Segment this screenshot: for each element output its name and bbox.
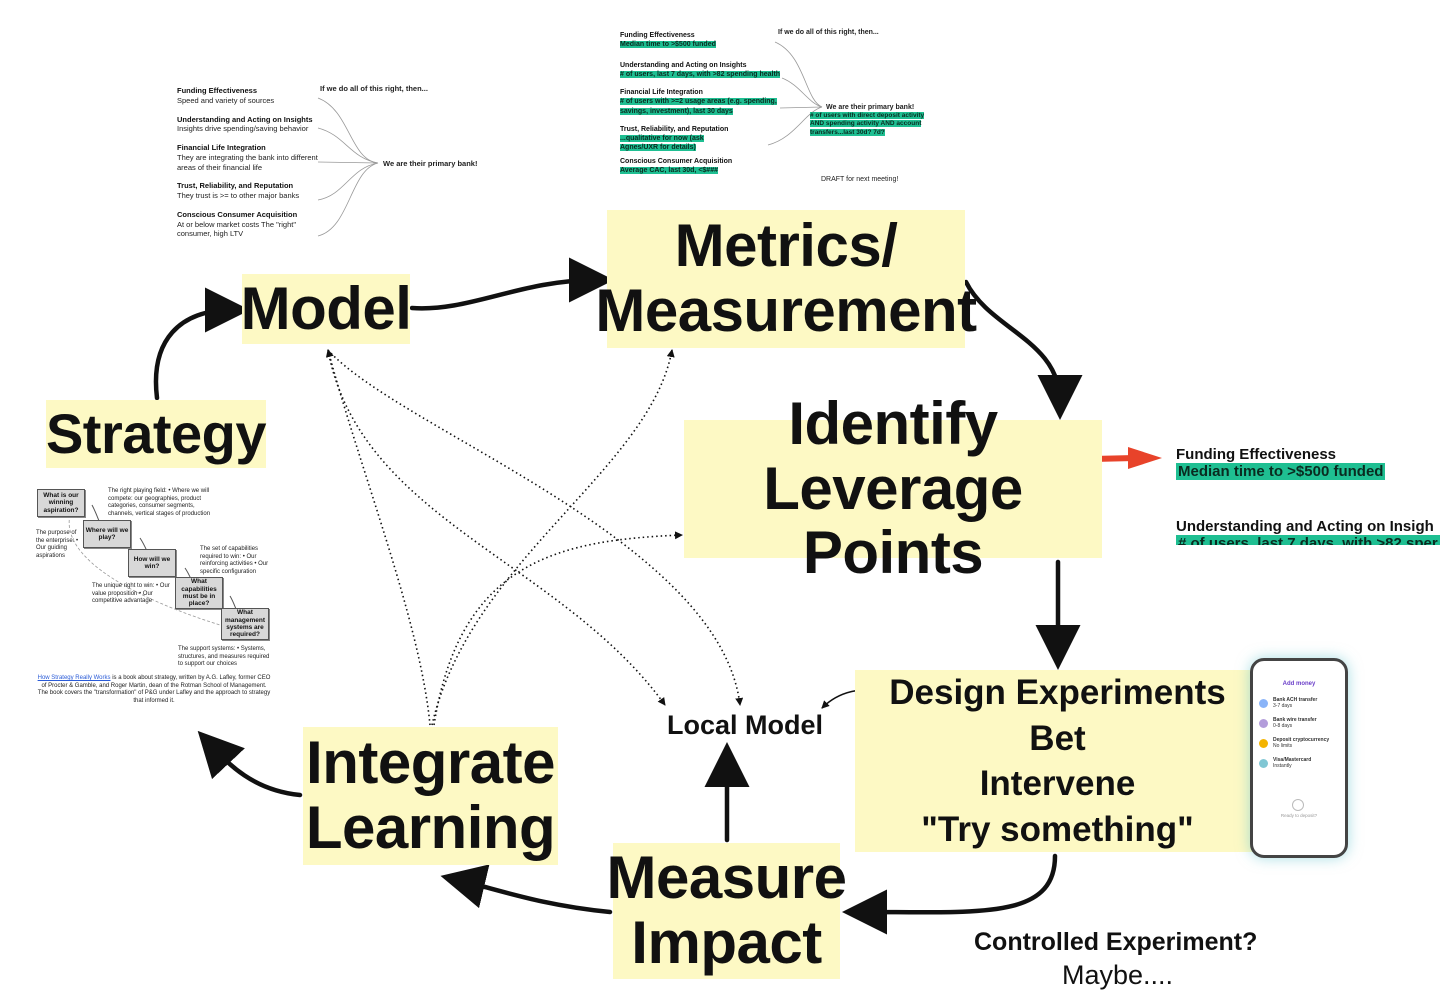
metrics-note-header: If we do all of this right, then... bbox=[778, 29, 879, 36]
arrow-design-to-measure bbox=[842, 853, 1058, 935]
node-local-model: Local Model bbox=[667, 710, 824, 740]
strategy-text-support: The support systems: • Systems, structur… bbox=[178, 646, 270, 667]
check-circle-icon bbox=[1292, 799, 1304, 811]
strategy-book-link[interactable]: How Strategy Really Works bbox=[37, 675, 111, 681]
arrow-measure-to-integrate bbox=[440, 864, 613, 915]
model-note-connectors bbox=[317, 97, 379, 237]
strategy-text-right-to-win: The unique right to win: • Our value pro… bbox=[92, 583, 170, 604]
controlled-experiment-answer: Maybe.... bbox=[1062, 960, 1174, 990]
strategy-box-where-play: Where will we play? bbox=[83, 520, 131, 548]
bank-ach-icon bbox=[1259, 699, 1268, 708]
arrow-integrate-to-strategy bbox=[197, 730, 303, 798]
metrics-note-outcome-metric: # of users with direct deposit activity … bbox=[810, 112, 925, 136]
draft-note: DRAFT for next meeting! bbox=[821, 176, 899, 183]
node-model: Model bbox=[241, 274, 412, 344]
crypto-icon bbox=[1259, 739, 1268, 748]
model-note-header: If we do all of this right, then... bbox=[320, 84, 428, 93]
strategy-text-capabilities: The set of capabilities required to win:… bbox=[200, 546, 269, 575]
phone-title: Add money bbox=[1282, 681, 1316, 687]
node-metrics: Metrics/Measurement bbox=[595, 210, 977, 348]
arrow-model-to-metrics bbox=[409, 257, 614, 311]
metrics-note-connectors bbox=[767, 41, 823, 146]
node-strategy: Strategy bbox=[46, 400, 267, 468]
strategy-box-aspiration: What is our winning aspiration? bbox=[37, 489, 85, 517]
strategy-text-playing-field: The right playing field: • Where we will… bbox=[108, 488, 211, 517]
card-icon bbox=[1259, 759, 1268, 768]
controlled-experiment-question: Controlled Experiment? bbox=[974, 928, 1258, 956]
bank-wire-icon bbox=[1259, 719, 1268, 728]
dotted-integrate-to-metrics bbox=[431, 349, 675, 726]
strategy-box-management: What management systems are required? bbox=[221, 608, 269, 640]
dotted-integrate-to-model bbox=[325, 349, 431, 726]
dotted-integrate-to-identify bbox=[433, 531, 683, 726]
model-note-outcome: We are their primary bank! bbox=[383, 159, 478, 168]
arrow-metrics-to-identify bbox=[963, 279, 1083, 420]
metrics-note-outcome: We are their primary bank! bbox=[826, 104, 915, 111]
strategy-box-capabilities: What capabilities must be in place? bbox=[175, 577, 223, 609]
phone-footer: Ready to deposit? bbox=[1280, 813, 1318, 818]
arrow-strategy-to-model bbox=[153, 287, 250, 401]
dotted-model-to-local-a bbox=[327, 349, 666, 706]
strategy-caption: How Strategy Really Works is a book abou… bbox=[37, 675, 271, 704]
dotted-model-to-local-b bbox=[327, 349, 744, 706]
strategy-text-purpose: The purpose of the enterprise: • Our gui… bbox=[36, 530, 79, 559]
leverage-note: Funding Effectiveness Median time to >$5… bbox=[1176, 446, 1456, 558]
strategy-box-how-win: How will we win? bbox=[128, 549, 176, 577]
